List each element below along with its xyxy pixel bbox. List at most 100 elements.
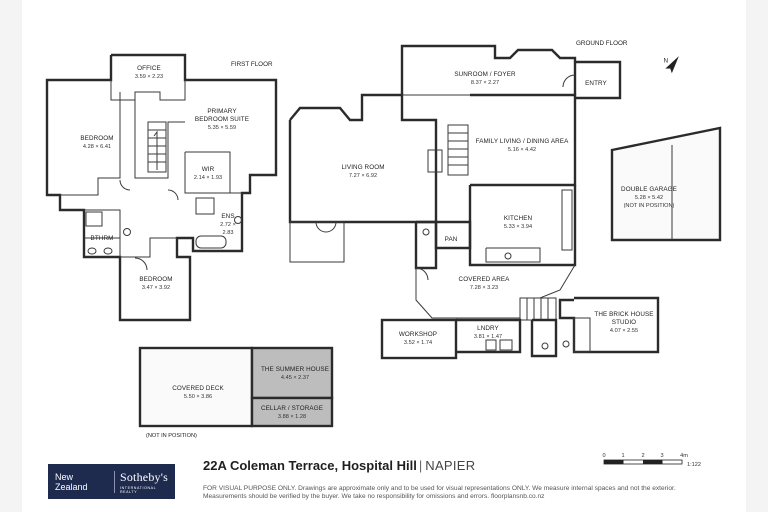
address-street: 22A Coleman Terrace, Hospital Hill — [203, 458, 417, 473]
studio-wall — [558, 296, 660, 354]
disclaimer-text: FOR VISUAL PURPOSE ONLY. Drawings are ap… — [203, 485, 676, 501]
ens-dims-2: 2.83 — [223, 230, 234, 236]
cellar-storage — [250, 396, 334, 428]
ground-floor-label: GROUND FLOOR — [576, 40, 628, 47]
office-name: OFFICE — [137, 65, 161, 72]
left-margin — [0, 0, 22, 512]
primary-name-2: BEDROOM SUITE — [195, 116, 249, 123]
double-garage — [610, 126, 722, 242]
sunroom-wall — [400, 44, 577, 95]
bthrm-name: BTHRM — [91, 235, 114, 242]
deck-dims: 5.50 × 3.86 — [184, 394, 212, 400]
kitchen-bench — [561, 189, 573, 251]
lndry-dims: 3.81 × 1.47 — [474, 334, 502, 340]
brand-divider — [113, 470, 115, 493]
covered-area-outline — [415, 264, 576, 319]
bathroom-shower — [85, 211, 103, 227]
scale-tick: 3 — [660, 453, 663, 459]
studio-dims: 4.07 × 2.55 — [610, 328, 638, 334]
pan-name: PAN — [445, 236, 458, 243]
kitchen-cooktop — [504, 252, 512, 260]
ens-dims: 2.72 × — [220, 222, 236, 228]
door-swing — [119, 179, 131, 191]
bedroom2-dims: 3.47 × 3.92 — [142, 285, 170, 291]
scale-bar: 0 1 2 3 4m 1:122 — [602, 453, 701, 468]
door-swing — [415, 267, 429, 281]
workshop-name: WORKSHOP — [399, 331, 437, 338]
primary-dims: 5.35 × 5.59 — [208, 125, 236, 131]
ens-name: ENS — [221, 213, 234, 220]
sothebys-logo: New Zealand Sotheby's INTERNATIONAL REAL… — [48, 464, 175, 499]
studio-wc — [573, 317, 591, 353]
scale-ratio: 1:122 — [687, 462, 701, 468]
address-city: NAPIER — [425, 458, 476, 473]
first-floor-stairs — [147, 121, 167, 173]
summer-dims: 4.45 × 2.37 — [281, 375, 309, 381]
entry-wall — [575, 60, 622, 100]
property-address: 22A Coleman Terrace, Hospital Hill|NAPIE… — [203, 458, 475, 473]
brand-name: Sotheby's — [119, 469, 168, 484]
ground-bathroom-wall — [414, 220, 438, 270]
door-swing — [134, 257, 148, 271]
ground-toilet — [422, 228, 430, 236]
scale-tick: 1 — [621, 453, 624, 459]
door-swing — [315, 221, 337, 233]
wir-dims: 2.14 × 1.93 — [194, 175, 222, 181]
kitchen-dims: 5.33 × 3.94 — [504, 224, 532, 230]
door-swing — [167, 189, 179, 201]
scale-tick: 2 — [641, 453, 644, 459]
brand-wordmark: Sotheby's INTERNATIONAL REALTY — [115, 470, 175, 494]
deck-name: COVERED DECK — [172, 385, 224, 392]
wir-name: WIR — [202, 166, 215, 173]
summer-house — [250, 346, 334, 400]
cellar-dims: 3.88 × 1.28 — [278, 414, 306, 420]
laundry-machine — [485, 339, 497, 351]
office-walls — [110, 80, 186, 101]
office-dims: 3.59 × 2.23 — [135, 74, 163, 80]
sunroom-dims: 8.37 × 2.27 — [471, 80, 499, 86]
studio-name-2: STUDIO — [612, 319, 636, 326]
bedroom1-dims: 4.28 × 6.41 — [83, 144, 111, 150]
covered-area-dims: 7.28 × 3.23 — [470, 285, 498, 291]
ens-shower — [195, 197, 215, 215]
ground-floor-plan — [288, 44, 622, 321]
bathroom-toilet — [123, 228, 131, 236]
ground-floor-stairs — [447, 124, 469, 176]
garage-note: (NOT IN POSITION) — [624, 203, 675, 209]
bedroom2-name: BEDROOM — [139, 276, 172, 283]
summer-name: THE SUMMER HOUSE — [261, 366, 329, 373]
room-labels: FIRST FLOOR GROUND FLOOR OFFICE 3.59 × 2… — [80, 40, 677, 439]
cellar-name: CELLAR / STORAGE — [261, 405, 323, 412]
living-dims: 7.27 × 6.92 — [349, 173, 377, 179]
lndry-name: LNDRY — [477, 325, 499, 332]
entry-door-swing — [562, 74, 576, 88]
scale-tick: 4m — [680, 453, 688, 459]
wc-wall — [530, 318, 558, 358]
wc-toilet — [541, 342, 549, 350]
address-divider: | — [418, 458, 423, 473]
brand-region: New Zealand — [55, 471, 88, 492]
laundry-tub — [499, 339, 513, 351]
family-dining-wall — [470, 93, 577, 187]
outbuildings — [138, 126, 722, 428]
north-compass-icon: N — [663, 56, 679, 74]
living-room-wall — [288, 93, 438, 224]
garage-name: DOUBLE GARAGE — [621, 186, 677, 193]
bedroom1-name: BEDROOM — [80, 135, 113, 142]
fireplace — [427, 149, 443, 173]
bathroom-basin — [87, 247, 97, 255]
kitchen-name: KITCHEN — [504, 215, 533, 222]
bedroom2-walls — [120, 237, 177, 258]
living-name: LIVING ROOM — [341, 164, 384, 171]
first-floor-label: FIRST FLOOR — [231, 61, 273, 68]
bedroom-divider-wall — [60, 92, 121, 196]
family-dims: 5.16 × 4.42 — [508, 147, 536, 153]
entry-name: ENTRY — [585, 80, 607, 87]
hall-wall — [134, 100, 185, 179]
laundry-wall — [456, 318, 522, 354]
ens-bath — [195, 235, 227, 249]
workshop-dims: 3.52 × 1.74 — [404, 340, 432, 346]
first-floor-plan — [45, 53, 278, 322]
kitchen-island — [485, 247, 541, 263]
